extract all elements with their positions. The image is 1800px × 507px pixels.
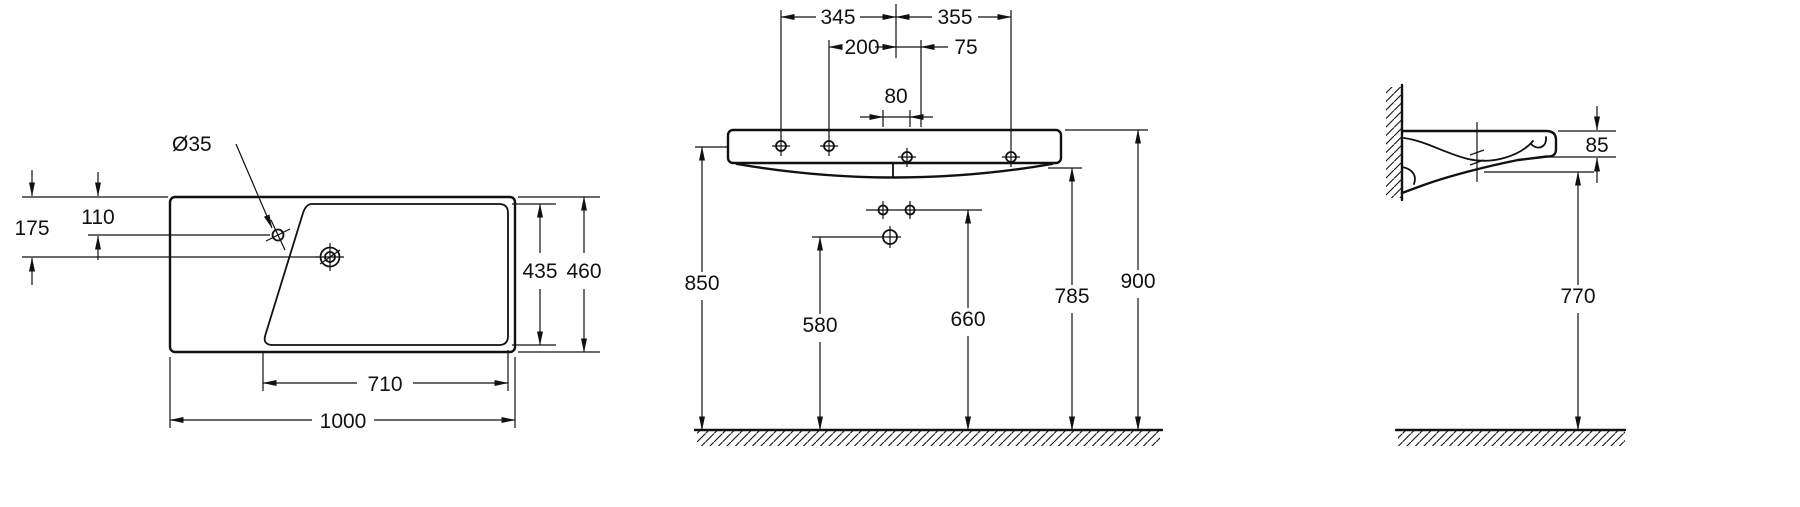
dim-85-label: 85 [1585, 134, 1608, 157]
plan-inner-basin [263, 203, 509, 346]
overflow-symbol [1002, 148, 1020, 167]
side-dimension-lines [1575, 106, 1600, 431]
dim-175-label: 175 [14, 217, 49, 240]
side-mount-detail [1401, 166, 1416, 185]
dim-770-label: 770 [1560, 285, 1595, 308]
side-rim-hook [1530, 136, 1547, 149]
front-extension-lines [695, 10, 1148, 169]
basin-underside [735, 162, 1054, 179]
front-dimension-lines [699, 14, 1141, 431]
tap-hole-symbol [772, 136, 790, 156]
dim-110-label: 110 [81, 206, 114, 229]
side-bowl-line [1403, 137, 1534, 162]
plan-outline [168, 195, 517, 354]
dim-1000-label: 1000 [320, 410, 367, 433]
dim-80-label: 80 [884, 85, 907, 108]
dim-460-label: 460 [566, 260, 601, 283]
leader-line [235, 143, 273, 229]
plan-dimension-lines [29, 170, 587, 423]
dim-345-label: 345 [820, 6, 855, 29]
ground-hatch-side [1398, 431, 1625, 446]
side-view: 85 770 [1386, 83, 1627, 446]
dim-435-label: 435 [522, 260, 557, 283]
ground-hatch [697, 431, 1160, 446]
faucet-hole-symbol [265, 219, 291, 251]
side-profile [1400, 129, 1558, 195]
front-view: 345 355 200 75 80 850 580 660 785 900 [684, 4, 1164, 446]
dim-850-label: 850 [684, 272, 719, 295]
dim-710-label: 710 [367, 373, 402, 396]
plan-extension-lines [22, 196, 600, 428]
overflow-symbol [898, 148, 916, 167]
wall-hatch [1386, 87, 1402, 198]
drain-symbol [316, 243, 344, 271]
dim-580-label: 580 [802, 314, 837, 337]
dim-75-label: 75 [954, 36, 977, 59]
dim-785-label: 785 [1054, 285, 1089, 308]
side-drain-centerline [1469, 122, 1485, 182]
dim-900-label: 900 [1120, 270, 1155, 293]
tap-hole-symbol [820, 136, 838, 156]
plan-view: Ø35 [14, 133, 601, 433]
fixing-holes [866, 201, 982, 219]
dim-355-label: 355 [937, 6, 972, 29]
dim-660-label: 660 [950, 308, 985, 331]
dim-200-label: 200 [844, 36, 879, 59]
dim-hole-diameter-label: Ø35 [172, 133, 212, 156]
drain-front-symbol [812, 226, 901, 248]
